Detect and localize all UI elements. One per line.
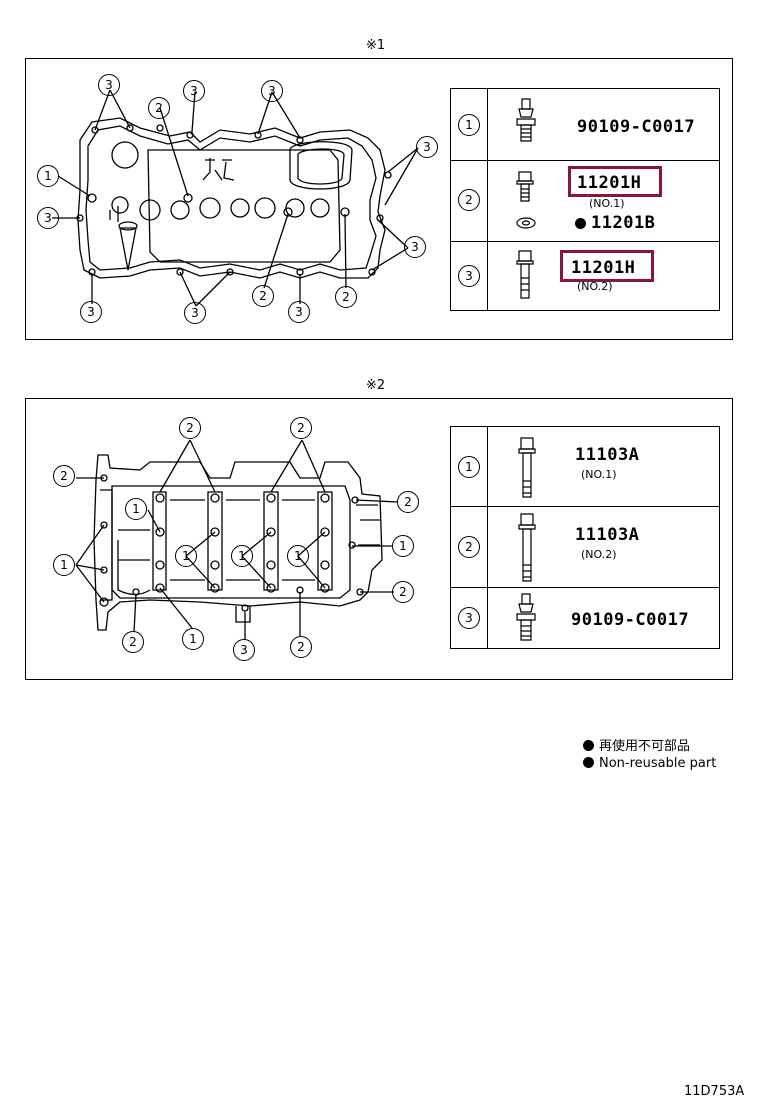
table-row: 1 90109-C0017 [451,89,719,161]
non-reusable-dot-icon [583,740,594,751]
callout: 2 [53,465,75,487]
part-number: 11201H [577,173,642,193]
legend-japanese: 再使用不可部品 [583,735,690,754]
highlight-box [568,166,662,197]
callout: 1 [392,535,414,557]
non-reusable-dot-icon [583,757,594,768]
table-row: 2 11103A (NO.2) [451,507,719,588]
part-note: (NO.1) [581,468,617,481]
table-row: 1 11103A (NO.1) [451,427,719,507]
callout: 1 [53,554,75,576]
callout: 3 [98,74,120,96]
washer-icon [516,217,536,229]
row-index: 1 [458,456,480,478]
non-reusable-dot-icon [575,218,586,229]
callout: 3 [261,80,283,102]
callout: 2 [335,286,357,308]
callout: 3 [416,136,438,158]
callout: 3 [288,301,310,323]
table-row: 3 90109-C0017 [451,588,719,650]
bolt-icon [518,513,536,582]
callout: 1 [287,545,309,567]
callout: 1 [231,545,253,567]
callout: 1 [125,498,147,520]
table-row: 3 11201H (NO.2) [451,242,719,312]
part-number: 90109-C0017 [577,117,696,137]
callout: 2 [397,491,419,513]
part-note: (NO.1) [589,197,625,210]
part-note: (NO.2) [577,280,613,293]
table-divider [487,427,488,648]
row-index: 2 [458,189,480,211]
part-number: 11103A [575,445,640,465]
section-1-parts-table: 1 90109-C0017 2 11201H (NO.1) 11201B 3 [450,88,720,311]
part-number-non-reusable: 11201B [575,213,655,233]
row-index: 1 [458,114,480,136]
section-2-frame [25,398,733,680]
callout: 2 [179,417,201,439]
callout: 3 [233,639,255,661]
callout: 3 [80,301,102,323]
bolt-icon [516,171,534,202]
clip-bolt-icon [516,98,536,142]
callout: 1 [37,165,59,187]
callout: 2 [290,636,312,658]
callout: 1 [182,628,204,650]
part-number: 11201H [571,258,636,278]
legend-english: Non-reusable part [583,756,716,771]
section-2-parts-table: 1 11103A (NO.1) 2 11103A (NO.2) 3 [450,426,720,649]
callout: 2 [392,581,414,603]
callout: 2 [252,285,274,307]
callout: 2 [290,417,312,439]
row-index: 2 [458,536,480,558]
table-row: 2 11201H (NO.1) 11201B [451,161,719,242]
callout: 3 [37,207,59,229]
bolt-icon [518,437,536,498]
highlight-box [560,250,654,282]
table-divider [487,89,488,310]
callout: 3 [183,80,205,102]
row-index: 3 [458,607,480,629]
clip-bolt-icon [516,593,536,641]
callout: 1 [175,545,197,567]
part-number: 11103A [575,525,640,545]
section-1-frame [25,58,733,340]
part-note: (NO.2) [581,548,617,561]
callout: 2 [148,97,170,119]
callout: 3 [184,302,206,324]
diagram-code: 11D753A [684,1084,745,1099]
row-index: 3 [458,265,480,287]
section-1-mark: ※1 [366,38,386,53]
callout: 2 [122,631,144,653]
section-2-mark: ※2 [366,378,386,393]
callout: 3 [404,236,426,258]
part-number: 90109-C0017 [571,610,690,630]
bolt-icon [516,250,534,299]
